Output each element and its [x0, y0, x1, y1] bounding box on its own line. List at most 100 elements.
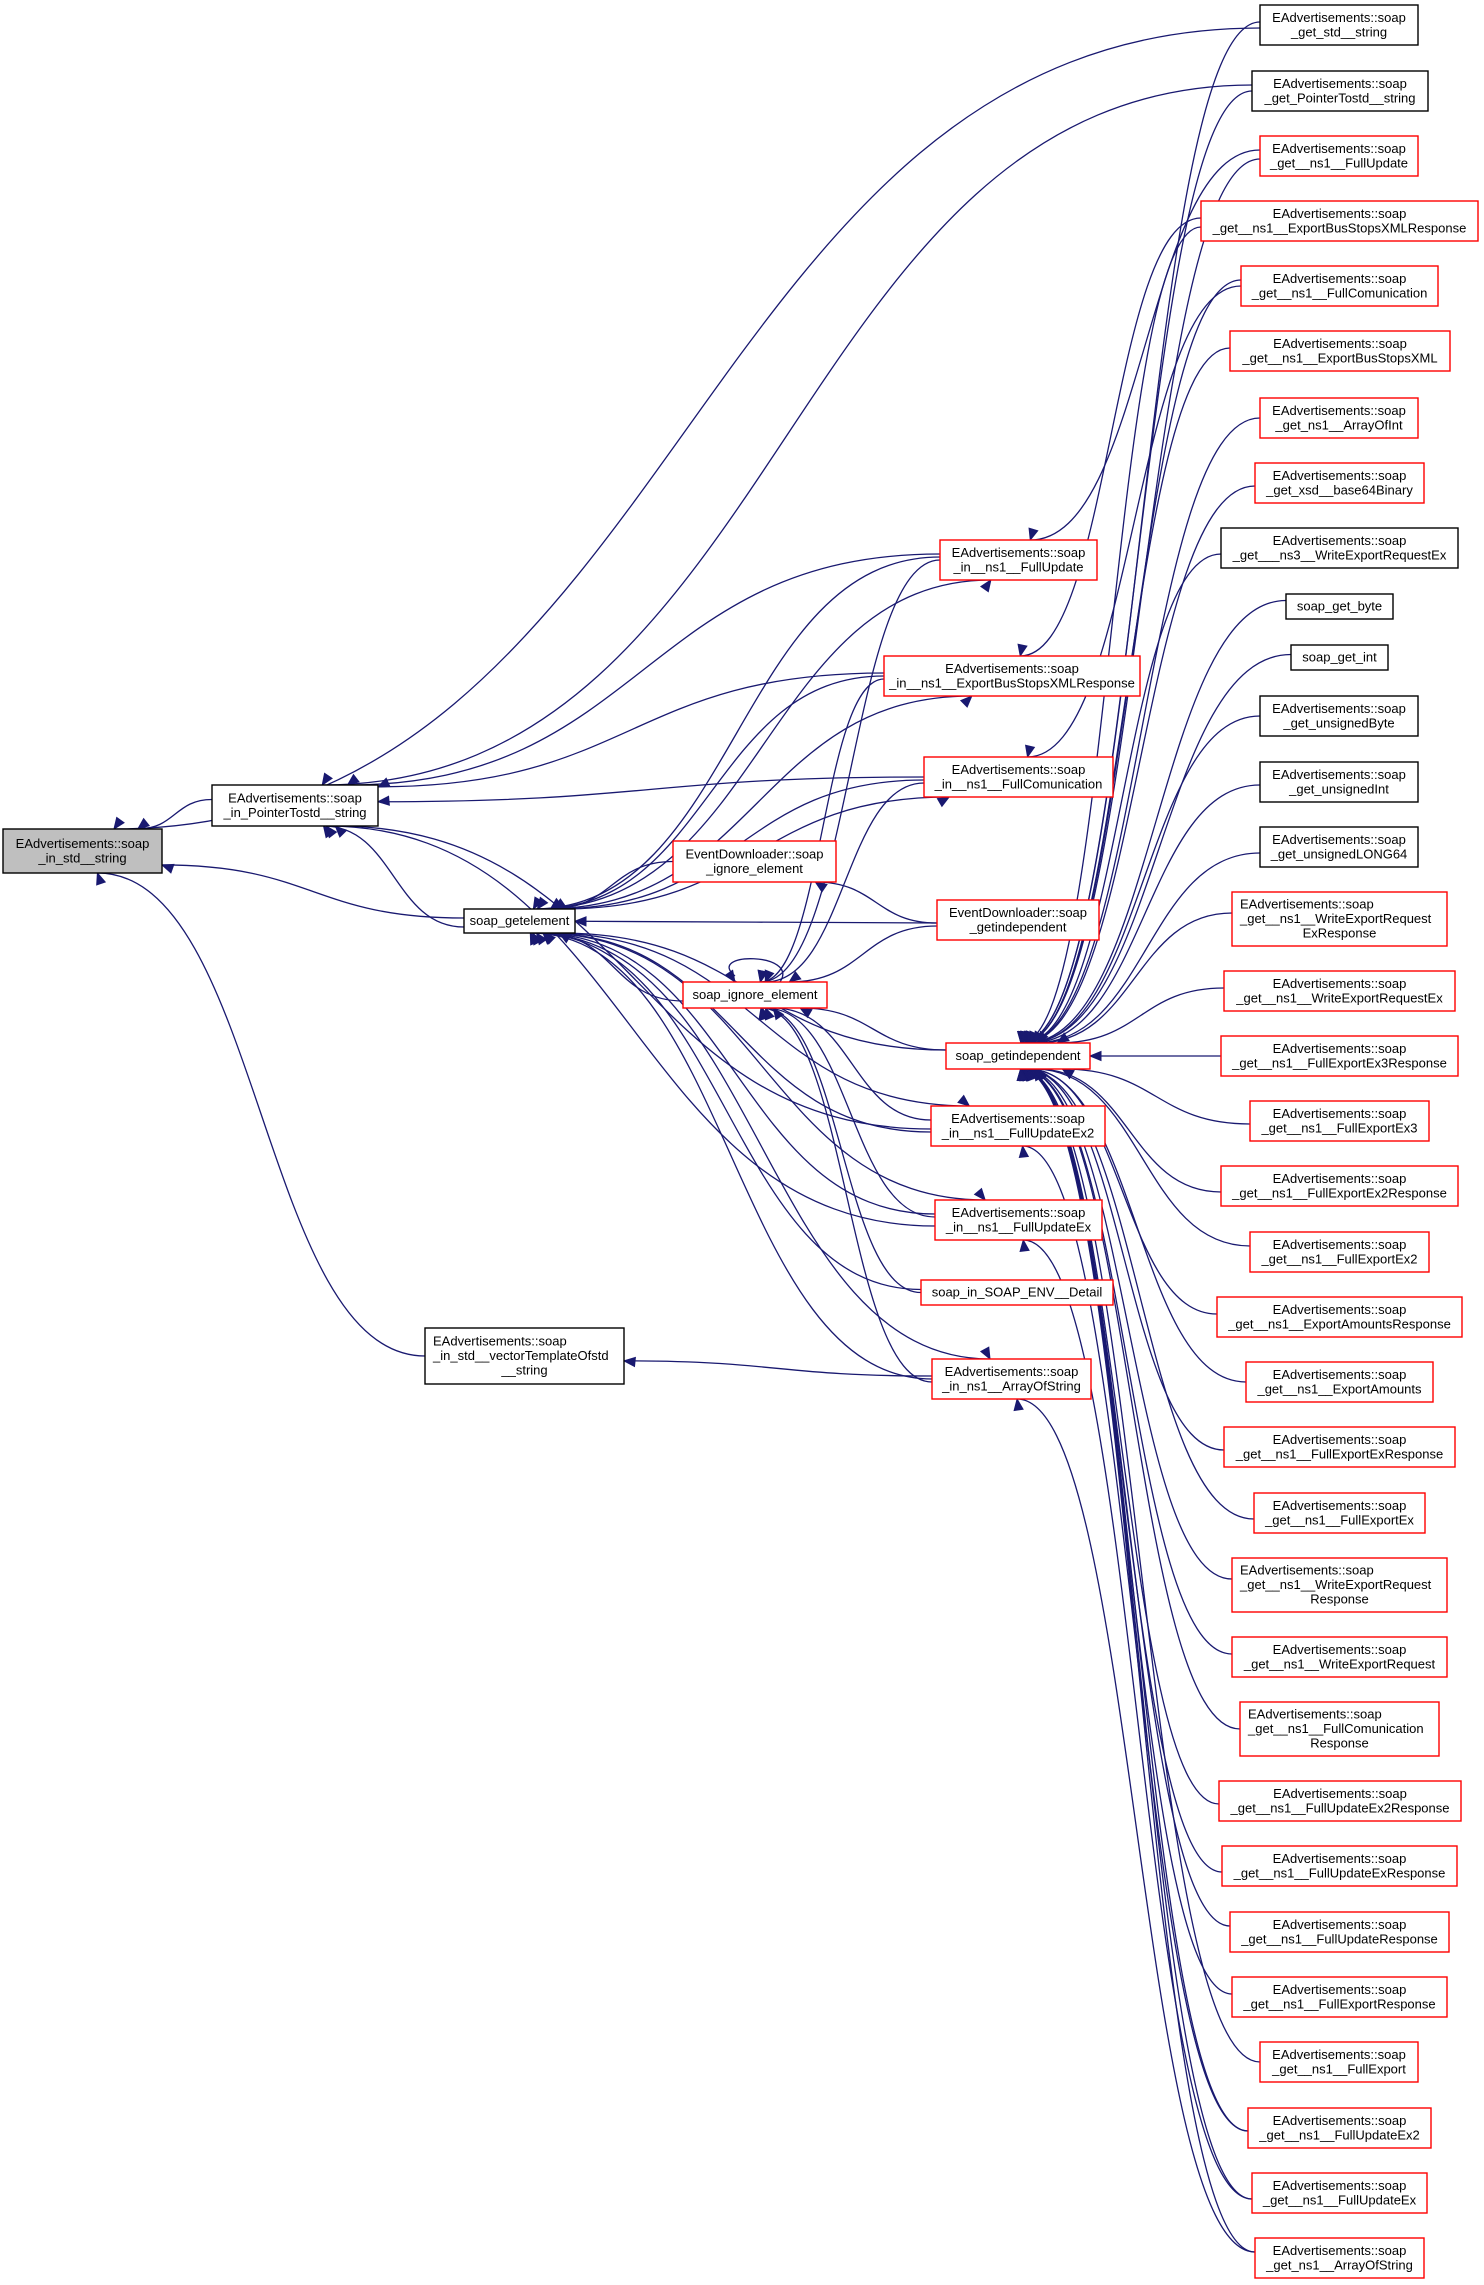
node-g-uint[interactable]: EAdvertisements::soap_get_unsignedInt	[1259, 761, 1419, 803]
node-box[interactable]	[939, 539, 1098, 581]
node-box[interactable]	[1221, 1845, 1458, 1887]
node-box[interactable]	[424, 1327, 625, 1385]
node-g-b64[interactable]: EAdvertisements::soap_get_xsd__base64Bin…	[1254, 462, 1425, 504]
node-g-fux[interactable]: EAdvertisements::soap_get__ns1__FullUpda…	[1251, 2172, 1428, 2214]
node-box[interactable]	[1249, 1100, 1430, 1142]
node-box[interactable]	[934, 1199, 1103, 1241]
node-g-fer[interactable]: EAdvertisements::soap_get__ns1__FullExpo…	[1231, 1976, 1448, 2018]
node-g-ea[interactable]: EAdvertisements::soap_get__ns1__ExportAm…	[1245, 1361, 1434, 1403]
node-box[interactable]	[1229, 1911, 1450, 1953]
node-in-fullupdate[interactable]: EAdvertisements::soap_in__ns1__FullUpdat…	[939, 539, 1098, 581]
node-box[interactable]	[1239, 1701, 1440, 1757]
node-box[interactable]	[1220, 527, 1459, 569]
node-box[interactable]	[1223, 1426, 1456, 1468]
node-box[interactable]	[463, 908, 576, 934]
node-g-werexr[interactable]: EAdvertisements::soap_get__ns1__WriteExp…	[1231, 891, 1448, 947]
node-g-fexr[interactable]: EAdvertisements::soap_get__ns1__FullExpo…	[1223, 1426, 1456, 1468]
node-g-ulong[interactable]: EAdvertisements::soap_get_unsignedLONG64	[1259, 826, 1419, 868]
node-box[interactable]	[1231, 891, 1448, 947]
node-g-ebsx[interactable]: EAdvertisements::soap_get__ns1__ExportBu…	[1229, 330, 1451, 372]
node-box[interactable]	[1220, 1165, 1459, 1207]
node-g-std[interactable]: EAdvertisements::soap_get_std__string	[1259, 4, 1419, 46]
node-box[interactable]	[1231, 1976, 1448, 2018]
node-g-fux2[interactable]: EAdvertisements::soap_get__ns1__FullUpda…	[1247, 2107, 1432, 2149]
node-g-int[interactable]: soap_get_int	[1290, 644, 1389, 671]
node-ed-getind[interactable]: EventDownloader::soap_getindependent	[936, 899, 1100, 941]
node-g-ear[interactable]: EAdvertisements::soap_get__ns1__ExportAm…	[1216, 1296, 1463, 1338]
node-box[interactable]	[1247, 2107, 1432, 2149]
node-g-fe2[interactable]: EAdvertisements::soap_get__ns1__FullExpo…	[1249, 1231, 1430, 1273]
node-g-fe[interactable]: EAdvertisements::soap_get__ns1__FullExpo…	[1259, 2041, 1419, 2083]
node-g-fux2r[interactable]: EAdvertisements::soap_get__ns1__FullUpda…	[1218, 1780, 1462, 1822]
node-g-fe3r[interactable]: EAdvertisements::soap_get__ns1__FullExpo…	[1220, 1035, 1459, 1077]
node-in-fuex2[interactable]: EAdvertisements::soap_in__ns1__FullUpdat…	[930, 1105, 1106, 1147]
node-box[interactable]	[923, 756, 1114, 798]
node-g-fe2r[interactable]: EAdvertisements::soap_get__ns1__FullExpo…	[1220, 1165, 1459, 1207]
node-box[interactable]	[1259, 4, 1419, 46]
node-box[interactable]	[945, 1042, 1091, 1070]
node-box[interactable]	[931, 1358, 1092, 1400]
node-g-fc[interactable]: EAdvertisements::soap_get__ns1__FullComu…	[1240, 265, 1439, 307]
node-g-werex[interactable]: EAdvertisements::soap_get__ns1__WriteExp…	[1223, 970, 1456, 1012]
node-box[interactable]	[1253, 1492, 1426, 1534]
node-in-aos[interactable]: EAdvertisements::soap_in_ns1__ArrayOfStr…	[931, 1358, 1092, 1400]
node-box[interactable]	[1231, 1636, 1448, 1678]
node-g-fcr[interactable]: EAdvertisements::soap_get__ns1__FullComu…	[1239, 1701, 1440, 1757]
node-box[interactable]	[1259, 397, 1419, 439]
node-box[interactable]	[1240, 265, 1439, 307]
node-box[interactable]	[682, 981, 828, 1009]
node-getelement[interactable]: soap_getelement	[463, 908, 576, 934]
node-in-fuex[interactable]: EAdvertisements::soap_in__ns1__FullUpdat…	[934, 1199, 1103, 1241]
node-box[interactable]	[1259, 761, 1419, 803]
node-g-ubyte[interactable]: EAdvertisements::soap_get_unsignedByte	[1259, 695, 1419, 737]
node-box[interactable]	[1251, 2172, 1428, 2214]
node-g-fu[interactable]: EAdvertisements::soap_get__ns1__FullUpda…	[1259, 135, 1419, 177]
node-box[interactable]	[1254, 2237, 1425, 2279]
node-in-vec[interactable]: EAdvertisements::soap_in_std__vectorTemp…	[424, 1327, 625, 1385]
node-box[interactable]	[1285, 593, 1394, 620]
node-box[interactable]	[1259, 135, 1419, 177]
node-box[interactable]	[1259, 826, 1419, 868]
node-ed-ignore[interactable]: EventDownloader::soap_ignore_element	[672, 840, 837, 883]
node-getind[interactable]: soap_getindependent	[945, 1042, 1091, 1070]
node-in-detail[interactable]: soap_in_SOAP_ENV__Detail	[920, 1279, 1114, 1306]
node-box[interactable]	[1223, 970, 1456, 1012]
node-box[interactable]	[920, 1279, 1114, 1306]
node-in-fullcom[interactable]: EAdvertisements::soap_in__ns1__FullComun…	[923, 756, 1114, 798]
node-in-ptr[interactable]: EAdvertisements::soap_in_PointerTostd__s…	[211, 784, 379, 827]
node-box[interactable]	[1249, 1231, 1430, 1273]
node-box[interactable]	[1251, 70, 1429, 112]
node-g-aos[interactable]: EAdvertisements::soap_get_ns1__ArrayOfSt…	[1254, 2237, 1425, 2279]
node-box[interactable]	[672, 840, 837, 883]
node-box[interactable]	[1231, 1557, 1448, 1613]
node-g-byte[interactable]: soap_get_byte	[1285, 593, 1394, 620]
node-g-ns3[interactable]: EAdvertisements::soap_get___ns3__WriteEx…	[1220, 527, 1459, 569]
node-g-fuxr[interactable]: EAdvertisements::soap_get__ns1__FullUpda…	[1221, 1845, 1458, 1887]
node-box[interactable]	[936, 899, 1100, 941]
node-box[interactable]	[1245, 1361, 1434, 1403]
node-g-fex[interactable]: EAdvertisements::soap_get__ns1__FullExpo…	[1253, 1492, 1426, 1534]
node-box[interactable]	[1229, 330, 1451, 372]
node-g-fur[interactable]: EAdvertisements::soap_get__ns1__FullUpda…	[1229, 1911, 1450, 1953]
node-box[interactable]	[883, 655, 1141, 697]
node-box[interactable]	[1218, 1780, 1462, 1822]
node-box[interactable]	[2, 828, 163, 874]
node-g-wer[interactable]: EAdvertisements::soap_get__ns1__WriteExp…	[1231, 1636, 1448, 1678]
node-box[interactable]	[1200, 200, 1479, 242]
node-in-ebsxr[interactable]: EAdvertisements::soap_in__ns1__ExportBus…	[883, 655, 1141, 697]
node-g-aoi[interactable]: EAdvertisements::soap_get_ns1__ArrayOfIn…	[1259, 397, 1419, 439]
node-g-ptr[interactable]: EAdvertisements::soap_get_PointerTostd__…	[1251, 70, 1429, 112]
node-root[interactable]: EAdvertisements::soap_in_std__string	[2, 828, 163, 874]
node-ignore[interactable]: soap_ignore_element	[682, 981, 828, 1009]
node-g-fe3[interactable]: EAdvertisements::soap_get__ns1__FullExpo…	[1249, 1100, 1430, 1142]
node-box[interactable]	[1254, 462, 1425, 504]
node-box[interactable]	[1290, 644, 1389, 671]
node-box[interactable]	[930, 1105, 1106, 1147]
node-box[interactable]	[211, 784, 379, 827]
node-g-werr[interactable]: EAdvertisements::soap_get__ns1__WriteExp…	[1231, 1557, 1448, 1613]
node-box[interactable]	[1220, 1035, 1459, 1077]
node-box[interactable]	[1259, 2041, 1419, 2083]
node-box[interactable]	[1259, 695, 1419, 737]
node-box[interactable]	[1216, 1296, 1463, 1338]
node-g-ebsxr[interactable]: EAdvertisements::soap_get__ns1__ExportBu…	[1200, 200, 1479, 242]
